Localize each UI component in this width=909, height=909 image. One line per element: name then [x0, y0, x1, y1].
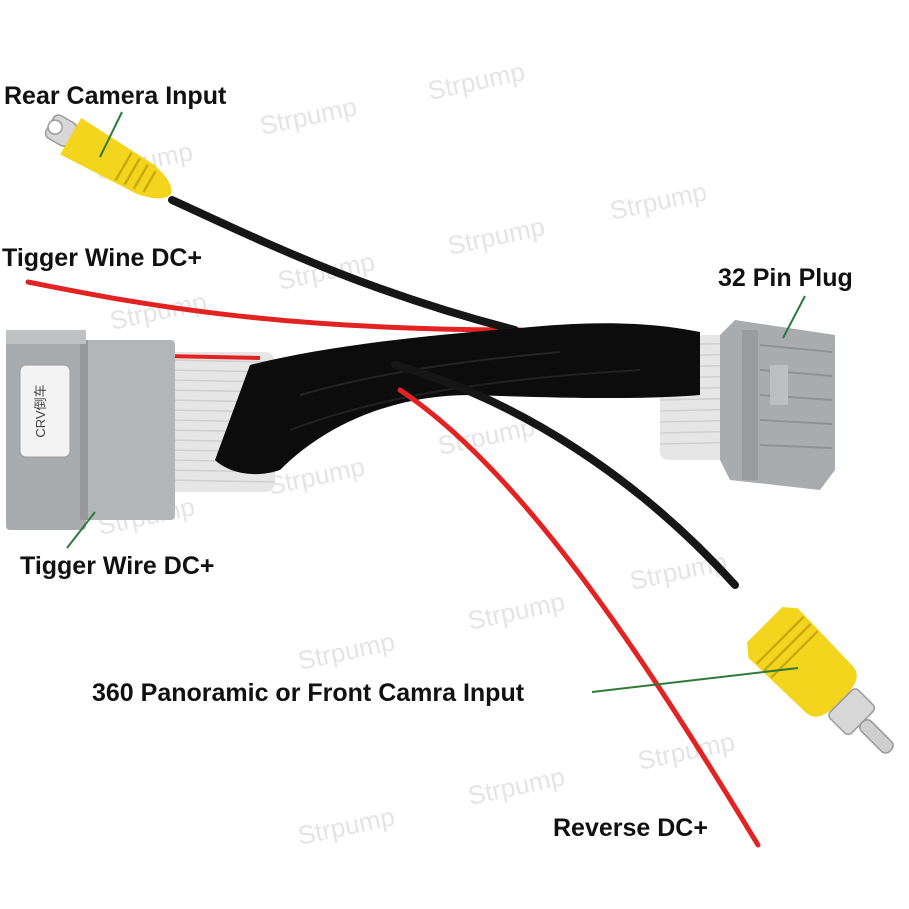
black-wire-rear: [168, 196, 519, 334]
connector-tag: CRV倒车: [33, 384, 48, 437]
watermark: Strpump: [295, 626, 397, 676]
watermark: Strpump: [465, 586, 567, 636]
leader-lines: [66, 111, 806, 693]
label-reverse-dc: Reverse DC+: [553, 814, 708, 842]
watermark: Strpump: [465, 761, 567, 811]
watermark: Strpump: [295, 801, 397, 851]
watermark: Strpump: [607, 176, 709, 226]
watermark: Strpump: [445, 211, 547, 261]
label-32-pin-plug: 32 Pin Plug: [718, 264, 853, 292]
left-connector: CRV倒车: [6, 330, 175, 530]
pin-plug-connector: [720, 320, 835, 490]
leader-pin-plug: [782, 295, 806, 339]
label-panoramic-input: 360 Panoramic or Front Camra Input: [92, 679, 525, 707]
label-trigger-wine: Tigger Wine DC+: [2, 244, 203, 272]
red-wire-reverse: [397, 387, 761, 848]
leader-trigger-wire: [66, 511, 96, 549]
black-wire-front: [391, 361, 739, 589]
label-trigger-wire: Tigger Wire DC+: [20, 552, 215, 580]
rear-rca-connector: [44, 114, 172, 199]
watermark: Strpump: [257, 91, 359, 141]
leader-panoramic: [591, 667, 799, 693]
leader-rear-camera: [99, 111, 123, 158]
red-wire-top: [25, 279, 523, 333]
front-rca-connector: [747, 607, 894, 754]
fabric-sleeve: [215, 323, 700, 475]
watermark: Strpump: [425, 56, 527, 106]
watermark: Strpump: [627, 546, 729, 596]
label-rear-camera-input: Rear Camera Input: [4, 82, 227, 110]
